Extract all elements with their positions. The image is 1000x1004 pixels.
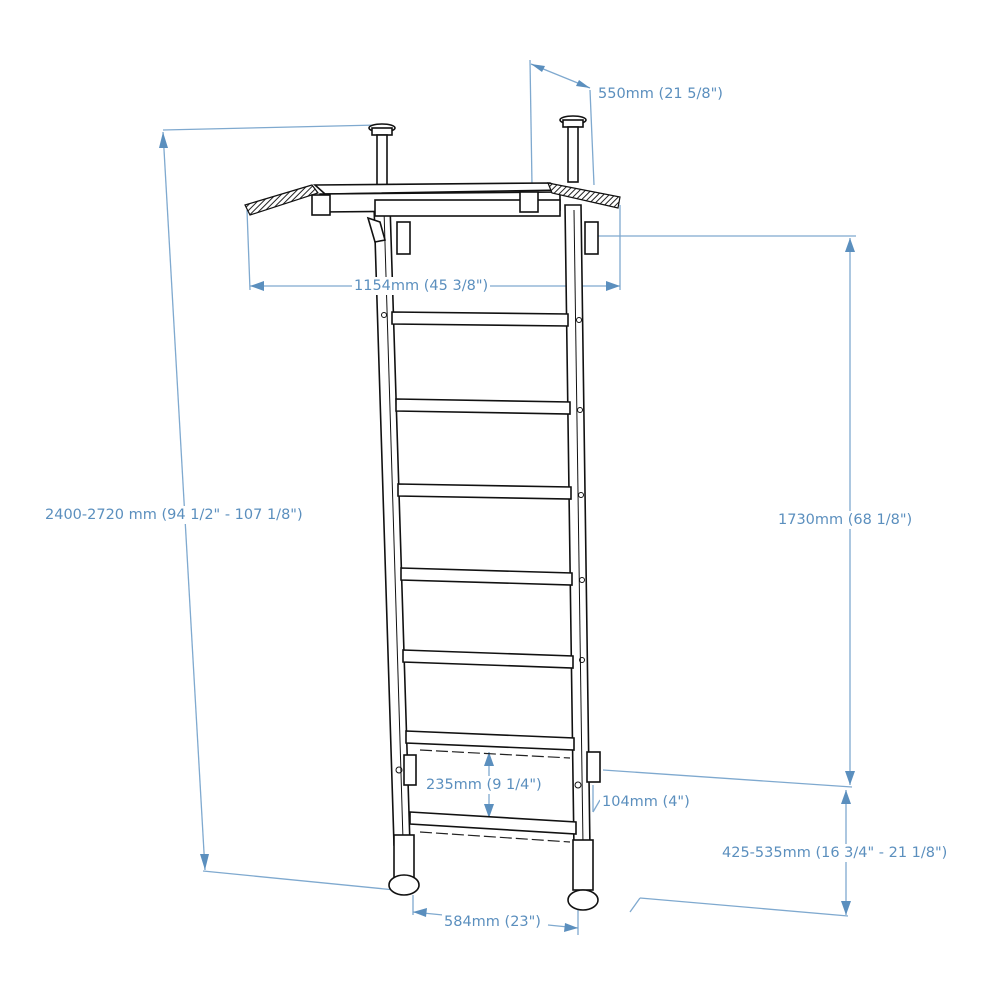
total-height-dimension xyxy=(159,124,396,891)
wall-brackets xyxy=(366,216,601,786)
upper-bracket-height-label: 1730mm (68 1/8") xyxy=(776,511,915,529)
rail-offset-label: 104mm (4") xyxy=(600,793,692,811)
rung-spacing-label: 235mm (9 1/4") xyxy=(424,776,544,794)
base-width-dimension xyxy=(412,895,579,935)
lower-bracket-height-label: 425-535mm (16 3/4" - 21 1/8") xyxy=(720,844,950,862)
depth-label: 550mm (21 5/8") xyxy=(596,85,725,103)
depth-dimension xyxy=(529,59,595,186)
total-height-label: 2400-2720 mm (94 1/2" - 107 1/8") xyxy=(43,506,305,524)
pull-up-bar xyxy=(244,182,621,217)
bar-width-label: 1154mm (45 3/8") xyxy=(352,277,491,295)
right-rail xyxy=(564,204,599,911)
rail-offset-dimension xyxy=(592,785,601,813)
base-width-label: 584mm (23") xyxy=(442,913,543,931)
rungs xyxy=(391,311,577,843)
ceiling-posts xyxy=(368,115,587,186)
bolt-holes xyxy=(381,312,585,789)
left-rail xyxy=(373,204,420,896)
